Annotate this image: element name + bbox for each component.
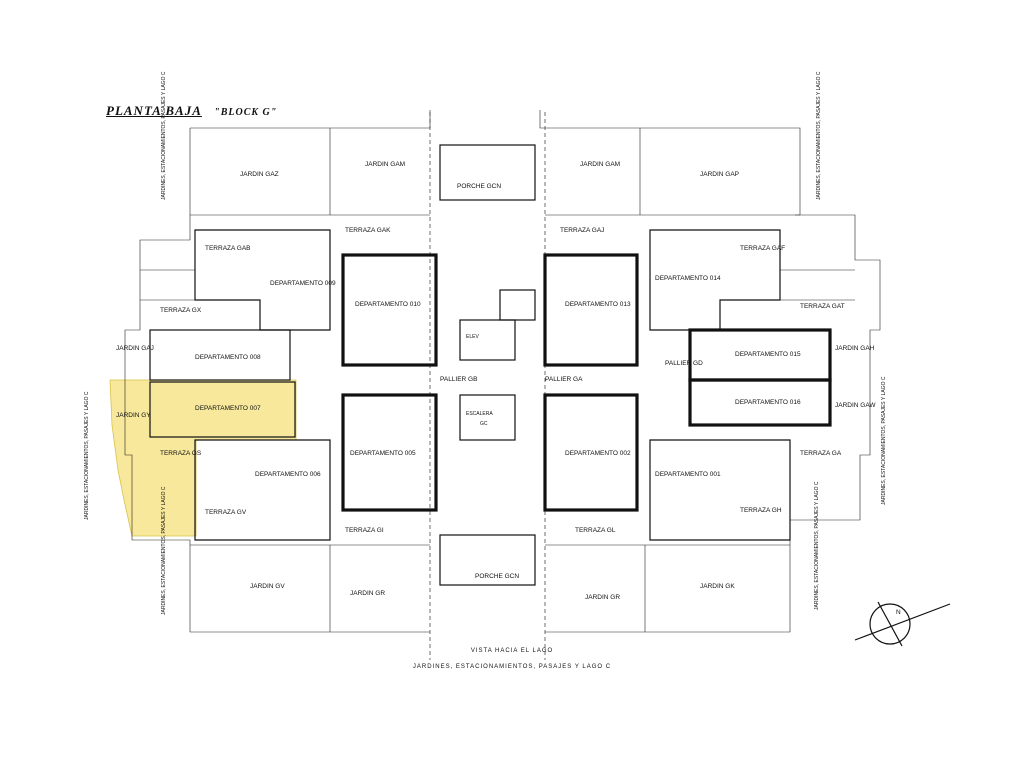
label-d010: DEPARTAMENTO 010: [355, 301, 421, 308]
garden-dividers: [140, 128, 855, 632]
label-garden-gv: JARDIN GV: [250, 583, 285, 590]
label-terrace-gv: TERRAZA GV: [205, 509, 247, 516]
unit-014-outline: [649, 229, 781, 331]
unit-001-outline: [649, 439, 791, 541]
footer-view: VISTA HACIA EL LAGO: [470, 648, 554, 654]
side-note-top-left: JARDINES, ESTACIONAMIENTOS, PASAJES Y LA…: [161, 71, 167, 200]
label-d014: DEPARTAMENTO 014: [655, 275, 721, 282]
label-garden-gr: JARDIN GR: [350, 590, 385, 597]
side-note-bottom-left: JARDINES, ESTACIONAMIENTOS, PASAJES Y LA…: [161, 486, 167, 615]
label-d007: DEPARTAMENTO 007: [195, 405, 261, 412]
plan-title: PLANTA BAJA "BLOCK G": [106, 103, 277, 119]
label-d016: DEPARTAMENTO 016: [735, 399, 801, 406]
label-d013: DEPARTAMENTO 013: [565, 301, 631, 308]
label-d002: DEPARTAMENTO 002: [565, 450, 631, 457]
label-core-elev: ELEV: [466, 334, 479, 340]
unit-005: [341, 393, 438, 512]
unit-010: [341, 253, 438, 367]
unit-008: [149, 329, 291, 381]
label-garden-gaz: JARDIN GAZ: [240, 171, 279, 178]
porch-bottom: [439, 534, 536, 586]
site-outline: [124, 110, 881, 633]
north-arrow-icon: N: [854, 601, 951, 647]
label-terrace-gab: TERRAZA GAB: [205, 245, 251, 252]
label-terrace-gaf: TERRAZA GAF: [740, 245, 785, 252]
unit-013: [543, 253, 639, 367]
label-terrace-gl: TERRAZA GL: [575, 527, 616, 534]
side-note-left: JARDINES, ESTACIONAMIENTOS, PASAJES Y LA…: [84, 391, 90, 520]
label-core-stair: ESCALERA: [466, 411, 493, 417]
label-garden-gah: JARDIN GAH: [835, 345, 875, 352]
elevator-core: [459, 319, 516, 361]
label-garden-gk: JARDIN GK: [700, 583, 735, 590]
label-d009: DEPARTAMENTO 009: [270, 280, 336, 287]
label-terrace-gak: TERRAZA GAK: [345, 227, 391, 234]
unit-007: [149, 381, 296, 438]
label-garden-gam: JARDIN GAM: [365, 161, 405, 168]
label-d008: DEPARTAMENTO 008: [195, 354, 261, 361]
label-d015: DEPARTAMENTO 015: [735, 351, 801, 358]
highlighted-unit-007: [109, 379, 297, 537]
label-terrace-gx: TERRAZA GX: [160, 307, 202, 314]
label-d006: DEPARTAMENTO 006: [255, 471, 321, 478]
label-terrace-gs: TERRAZA GS: [160, 450, 202, 457]
label-terrace-gi: TERRAZA GI: [345, 527, 384, 534]
label-hall-gd: PALLIER GD: [665, 360, 703, 367]
porch-top: [439, 144, 536, 201]
plan-title-main: PLANTA BAJA: [106, 103, 202, 118]
label-terrace-gaj: TERRAZA GAJ: [560, 227, 604, 234]
label-terrace-gat: TERRAZA GAT: [800, 303, 845, 310]
stair-core: [459, 394, 516, 441]
side-note-bottom-right: JARDINES, ESTACIONAMIENTOS, PASAJES Y LA…: [814, 481, 820, 610]
label-garden-gap: JARDIN GAP: [700, 171, 739, 178]
label-terrace-ga: TERRAZA GA: [800, 450, 842, 457]
label-garden-gam-right: JARDIN GAM: [580, 161, 620, 168]
label-d001: DEPARTAMENTO 001: [655, 471, 721, 478]
label-d005: DEPARTAMENTO 005: [350, 450, 416, 457]
plan-title-sub: "BLOCK G": [214, 107, 278, 118]
label-porch-bottom: PORCHE GCN: [475, 573, 519, 580]
unit-016: [688, 378, 832, 427]
duct-core: [499, 289, 536, 321]
label-hall-ga: PALLIER GA: [545, 376, 583, 383]
label-garden-gy: JARDIN GY: [116, 412, 151, 419]
label-garden-gr2: JARDIN GR: [585, 594, 620, 601]
north-label: N: [896, 609, 901, 616]
label-hall-gb: PALLIER GB: [440, 376, 477, 383]
unit-006-outline: [194, 439, 331, 541]
label-garden-gaj: JARDIN GAJ: [116, 345, 154, 352]
label-porch-top: PORCHE GCN: [457, 183, 501, 190]
footer-note: JARDINES, ESTACIONAMIENTOS, PASAJES Y LA…: [412, 664, 612, 670]
label-garden-gaw: JARDIN GAW: [835, 402, 876, 409]
label-core-gc: GC: [480, 421, 488, 427]
side-note-right: JARDINES, ESTACIONAMIENTOS, PASAJES Y LA…: [881, 376, 887, 505]
unit-002: [543, 393, 639, 512]
side-note-top-right: JARDINES, ESTACIONAMIENTOS, PASAJES Y LA…: [816, 71, 822, 200]
label-terrace-gh: TERRAZA GH: [740, 507, 782, 514]
